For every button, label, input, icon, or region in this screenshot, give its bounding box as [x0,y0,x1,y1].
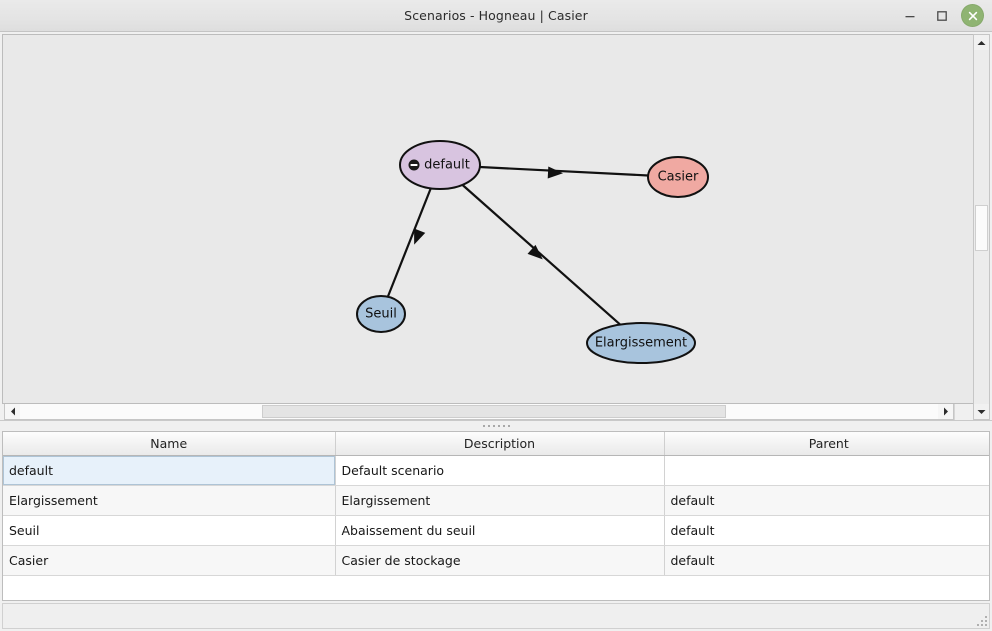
scroll-down-button[interactable] [974,404,989,419]
maximize-button[interactable] [929,3,955,29]
splitter-grip-icon [482,424,510,427]
table-cell-parent[interactable]: default [664,545,989,576]
node-label: default [424,158,470,173]
node-label: Seuil [365,307,397,322]
graph-arrowhead-Seuil [414,228,426,245]
table-cell-name[interactable]: Elargissement [3,485,336,516]
resize-grip-icon[interactable] [974,613,987,626]
table-header-row: Name Description Parent [3,432,989,456]
table-cell-description[interactable]: Abaissement du seuil [335,515,665,546]
table-cell-description[interactable]: Casier de stockage [335,545,665,576]
table-cell-description[interactable]: Elargissement [335,485,665,516]
node-ellipse[interactable] [356,295,406,333]
graph-edge-default-to-Elargissement[interactable] [461,184,621,326]
table-cell-name[interactable]: Seuil [3,515,336,546]
vscroll-thumb[interactable] [975,205,988,251]
column-header-parent[interactable]: Parent [664,432,989,456]
close-icon [966,9,980,23]
collapse-minus-icon[interactable] [408,159,420,171]
table-cell-parent[interactable]: default [664,485,989,516]
close-button[interactable] [961,4,984,27]
table-cell-parent[interactable]: default [664,515,989,546]
table-cell-name[interactable]: Casier [3,545,336,576]
scroll-up-arrow-icon [977,36,986,50]
scroll-down-arrow-icon [977,405,986,419]
graph-node-Seuil[interactable]: Seuil [356,295,406,333]
graph-arrowhead-Casier [547,166,563,179]
minimize-icon [904,10,916,22]
table-cell-name[interactable]: default [3,455,336,486]
hscroll-trough[interactable] [20,404,938,419]
scroll-left-button[interactable] [5,404,20,419]
table-cell-description[interactable]: Default scenario [335,455,665,486]
graph-node-Elargissement[interactable]: Elargissement [586,322,696,364]
graph-node-default[interactable]: default [399,140,481,190]
graph-node-Casier[interactable]: Casier [647,156,709,198]
graph-edge-default-to-Casier[interactable] [479,165,649,177]
graph-hscrollbar-row [4,404,971,420]
node-label: Elargissement [595,336,687,351]
graph-vscrollbar[interactable] [973,34,990,420]
column-header-name[interactable]: Name [3,432,336,456]
hscroll-thumb[interactable] [262,405,726,418]
node-label: Casier [658,170,699,185]
graph-edge-layer [386,165,649,326]
scroll-left-arrow-icon [9,405,17,419]
table-cell-parent[interactable] [664,455,989,486]
vscroll-trough[interactable] [974,50,989,404]
maximize-icon [936,10,948,22]
column-header-description[interactable]: Description [335,432,665,456]
node-ellipse[interactable] [399,140,481,190]
scroll-up-button[interactable] [974,35,989,50]
graph-hscrollbar[interactable] [4,404,954,420]
scroll-right-arrow-icon [942,405,950,419]
node-ellipse[interactable] [586,322,696,364]
graph-edge-default-to-Seuil[interactable] [386,187,432,298]
scroll-right-button[interactable] [938,404,953,419]
node-ellipse[interactable] [647,156,709,198]
scrollbar-corner [954,404,971,420]
graph-arrowhead-Elargissement [527,244,543,260]
pane-splitter[interactable] [0,420,992,431]
minimize-button[interactable] [897,3,923,29]
table-empty-area[interactable] [3,576,989,600]
window-controls [897,0,984,31]
statusbar [2,603,990,629]
window-title: Scenarios - Hogneau | Casier [404,8,588,23]
titlebar[interactable]: Scenarios - Hogneau | Casier [0,0,992,32]
